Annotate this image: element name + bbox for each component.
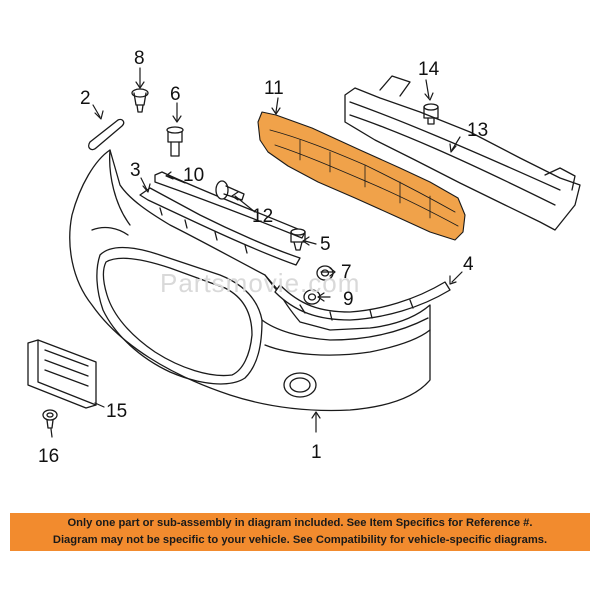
- spacer-part: [303, 289, 321, 305]
- callout-16: 16: [38, 446, 59, 467]
- lower-support-part: [274, 281, 451, 321]
- callout-4: 4: [463, 254, 474, 275]
- fascia-strip-part: [154, 171, 306, 239]
- callout-9: 9: [343, 289, 354, 310]
- clip-part: [215, 180, 245, 201]
- callout-5: 5: [320, 234, 331, 255]
- callout-6: 6: [170, 84, 181, 105]
- watermark-text: Partsmovie.com: [160, 268, 360, 298]
- callout-2: 2: [80, 88, 91, 109]
- reinforcement-bar-part: [344, 75, 581, 231]
- callout-8: 8: [134, 48, 145, 69]
- grille-opening: [96, 246, 263, 385]
- callout-numbers: 1 2 3 4 5 6 7 8 9 10 11 12 13 14 15 16: [38, 48, 488, 467]
- bracket-part: [88, 118, 125, 151]
- callout-11: 11: [264, 78, 284, 99]
- bolt-part-14: [423, 103, 439, 125]
- parts-diagram: Partsmovie.com 1 2 3 4 5 6 7 8 9 10 11 1…: [27, 48, 581, 467]
- callout-15: 15: [106, 401, 127, 422]
- push-pin-part: [131, 88, 149, 113]
- callout-14: 14: [418, 59, 440, 80]
- screw-part: [42, 409, 58, 429]
- bolt-part: [166, 126, 184, 157]
- fog-lamp-opening: [283, 372, 317, 398]
- leader-lines: [50, 67, 463, 438]
- callout-12: 12: [252, 206, 273, 227]
- upper-retainer-part: [139, 187, 301, 266]
- callout-7: 7: [341, 262, 352, 283]
- notice-line-1: Only one part or sub-assembly in diagram…: [67, 517, 533, 529]
- bumper-cover-part: [69, 149, 431, 412]
- energy-absorber-highlight: [257, 111, 466, 241]
- callout-10: 10: [183, 165, 204, 186]
- callout-3: 3: [130, 160, 141, 181]
- license-plate-bracket-part: [27, 339, 97, 409]
- nut-part: [290, 228, 306, 251]
- notice-line-2: Diagram may not be specific to your vehi…: [52, 534, 548, 546]
- callout-13: 13: [467, 120, 488, 141]
- notice-banner: Only one part or sub-assembly in diagram…: [10, 513, 590, 551]
- callout-1: 1: [311, 442, 322, 463]
